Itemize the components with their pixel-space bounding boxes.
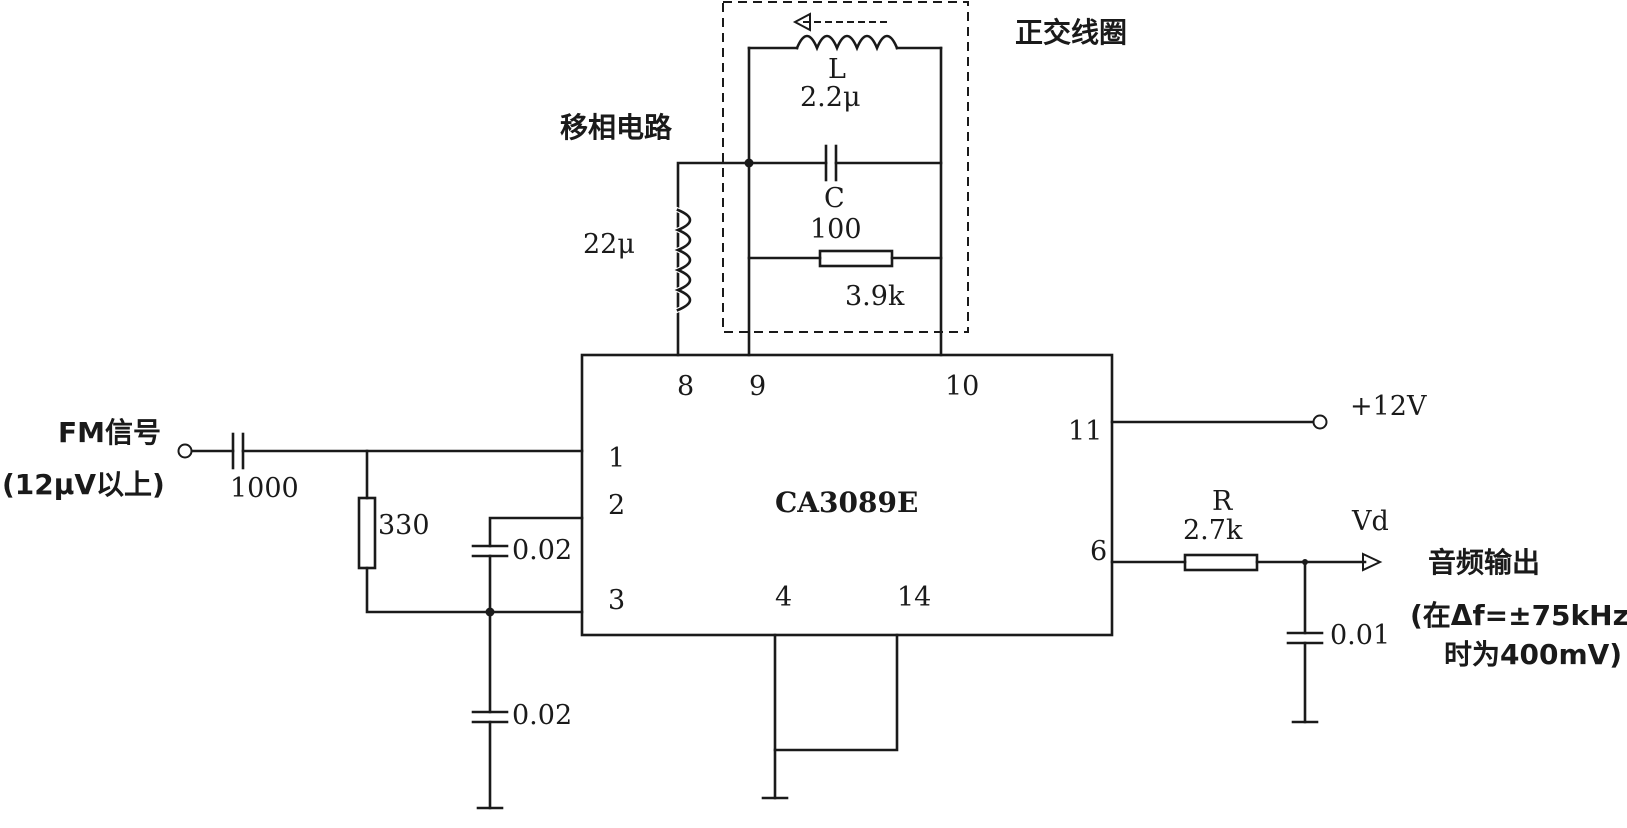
output-node-label: Vd xyxy=(1351,506,1389,537)
pin2-capacitor xyxy=(471,544,509,614)
quadrature-coil-label: 正交线圈 xyxy=(1015,16,1127,49)
phase-shift-inductor xyxy=(671,161,751,357)
phase-shift-inductor-value: 22μ xyxy=(583,229,635,260)
pin2-wire xyxy=(488,516,584,548)
pin-14: 14 xyxy=(897,582,931,613)
fm-input-level: (12μV以上) xyxy=(2,468,165,501)
supply-label: +12V xyxy=(1350,391,1427,422)
fm-input-label: FM信号 xyxy=(58,416,161,449)
output-resistor-value: 2.7k xyxy=(1183,515,1243,546)
ic-name: CA3089E xyxy=(775,486,918,519)
pin-8: 8 xyxy=(677,371,694,402)
tank-inductor-name: L xyxy=(828,54,846,85)
audio-out-note-1: (在Δf=±75kHz xyxy=(1410,599,1627,632)
ic-body xyxy=(580,353,1114,637)
fm-input-terminal xyxy=(177,443,193,459)
output-resistor xyxy=(1110,552,1383,572)
pin-6: 6 xyxy=(1090,536,1107,567)
tank-capacitor-name: C xyxy=(824,183,845,214)
tank-resistor-value: 3.9k xyxy=(845,281,905,312)
output-resistor-name: R xyxy=(1212,486,1233,517)
tank-inductor-l xyxy=(747,12,943,52)
pin-11: 11 xyxy=(1068,416,1102,447)
pin-10: 10 xyxy=(945,371,979,402)
pin2-capacitor-value: 0.02 xyxy=(512,535,572,566)
pin-1: 1 xyxy=(608,443,625,474)
pin-9: 9 xyxy=(749,371,766,402)
tank-inductor-value: 2.2μ xyxy=(800,82,861,113)
phase-shift-label: 移相电路 xyxy=(560,111,673,144)
output-capacitor-value: 0.01 xyxy=(1330,620,1390,651)
pin-4: 4 xyxy=(775,582,792,613)
ground-pins-4-14 xyxy=(761,633,899,800)
input-capacitor xyxy=(190,432,584,470)
input-resistor-value: 330 xyxy=(378,510,430,541)
input-resistor xyxy=(357,449,584,614)
input-capacitor-value: 1000 xyxy=(230,473,299,504)
pin-3: 3 xyxy=(608,585,625,616)
supply-terminal xyxy=(1312,414,1328,430)
audio-out-label: 音频输出 xyxy=(1428,546,1540,579)
pin3-capacitor-value: 0.02 xyxy=(512,700,572,731)
pin-2: 2 xyxy=(608,490,625,521)
tank-resistor xyxy=(747,249,943,268)
pin3-capacitor xyxy=(471,610,509,810)
quadrature-coil-box xyxy=(722,1,969,333)
tank-capacitor-c xyxy=(747,144,943,182)
tank-capacitor-value: 100 xyxy=(810,214,862,245)
output-capacitor xyxy=(1286,560,1324,724)
audio-out-note-2: 时为400mV) xyxy=(1444,638,1622,671)
